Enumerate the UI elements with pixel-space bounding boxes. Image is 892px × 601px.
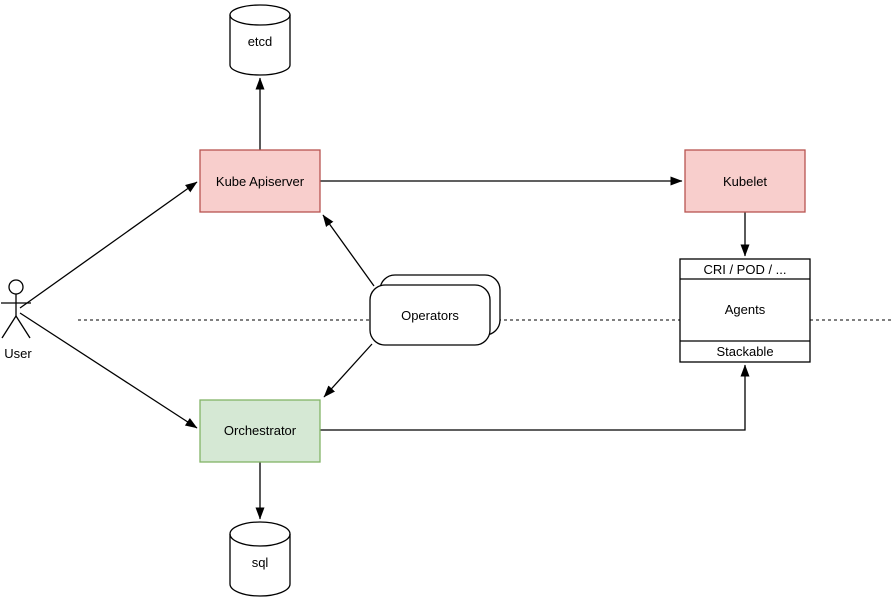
actor-left-leg — [1, 315, 17, 339]
user-label: User — [4, 346, 32, 361]
agents-stack-box — [679, 258, 811, 363]
sql-node: sql — [229, 521, 291, 597]
user-actor-node: User — [1, 279, 32, 361]
kubelet-label: Kubelet — [723, 174, 767, 189]
operators-label: Operators — [401, 308, 459, 323]
etcd-cylinder-shape — [229, 4, 291, 76]
sql-label: sql — [252, 555, 269, 570]
orchestrator-label: Orchestrator — [224, 423, 297, 438]
edge-user-to-kube-apiserver — [19, 181, 198, 309]
kube-apiserver-box — [199, 149, 321, 213]
agents-stack-node: CRI / POD / ... Agents Stackable — [679, 258, 811, 363]
edge-operators-to-kube-apiserver — [322, 214, 375, 287]
orchestrator-node: Orchestrator — [199, 399, 321, 463]
etcd-cylinder-lip — [229, 14, 291, 26]
actor-right-leg — [15, 315, 31, 339]
operators-node: Operators — [369, 274, 501, 346]
kubelet-box — [684, 149, 806, 213]
etcd-node: etcd — [229, 4, 291, 76]
cri-pod-row-label: CRI / POD / ... — [703, 262, 786, 277]
edge-operators-to-orchestrator — [323, 343, 373, 398]
orchestrator-box — [199, 399, 321, 463]
etcd-label: etcd — [248, 34, 273, 49]
agents-row-label: Agents — [725, 302, 766, 317]
sql-cylinder-lip — [229, 533, 291, 547]
actor-head — [8, 279, 24, 295]
kube-apiserver-node: Kube Apiserver — [199, 149, 321, 213]
kubelet-node: Kubelet — [684, 149, 806, 213]
sql-cylinder-shape — [229, 521, 291, 597]
stackable-row-label: Stackable — [716, 344, 773, 359]
edge-user-to-orchestrator — [19, 312, 198, 429]
edges-layer — [19, 77, 750, 520]
edge-orchestrator-to-agents-stack — [320, 364, 750, 431]
operators-front-card — [369, 284, 491, 346]
kube-apiserver-label: Kube Apiserver — [216, 174, 305, 189]
